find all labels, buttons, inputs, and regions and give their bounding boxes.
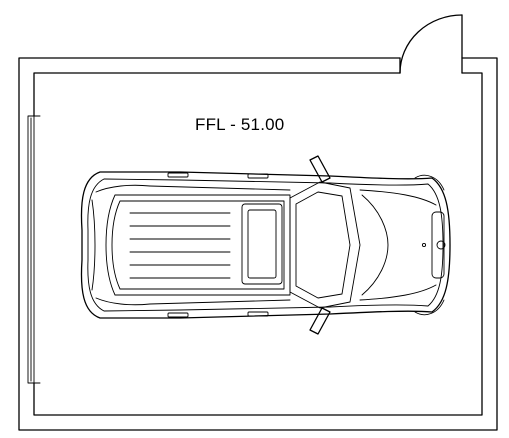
finished-floor-level-label: FFL - 51.00 [195, 115, 285, 134]
car-top-view [80, 155, 451, 335]
inner-wall [33, 72, 483, 416]
outer-wall [18, 57, 498, 431]
door-swing [399, 14, 463, 74]
garage-door [27, 115, 41, 384]
